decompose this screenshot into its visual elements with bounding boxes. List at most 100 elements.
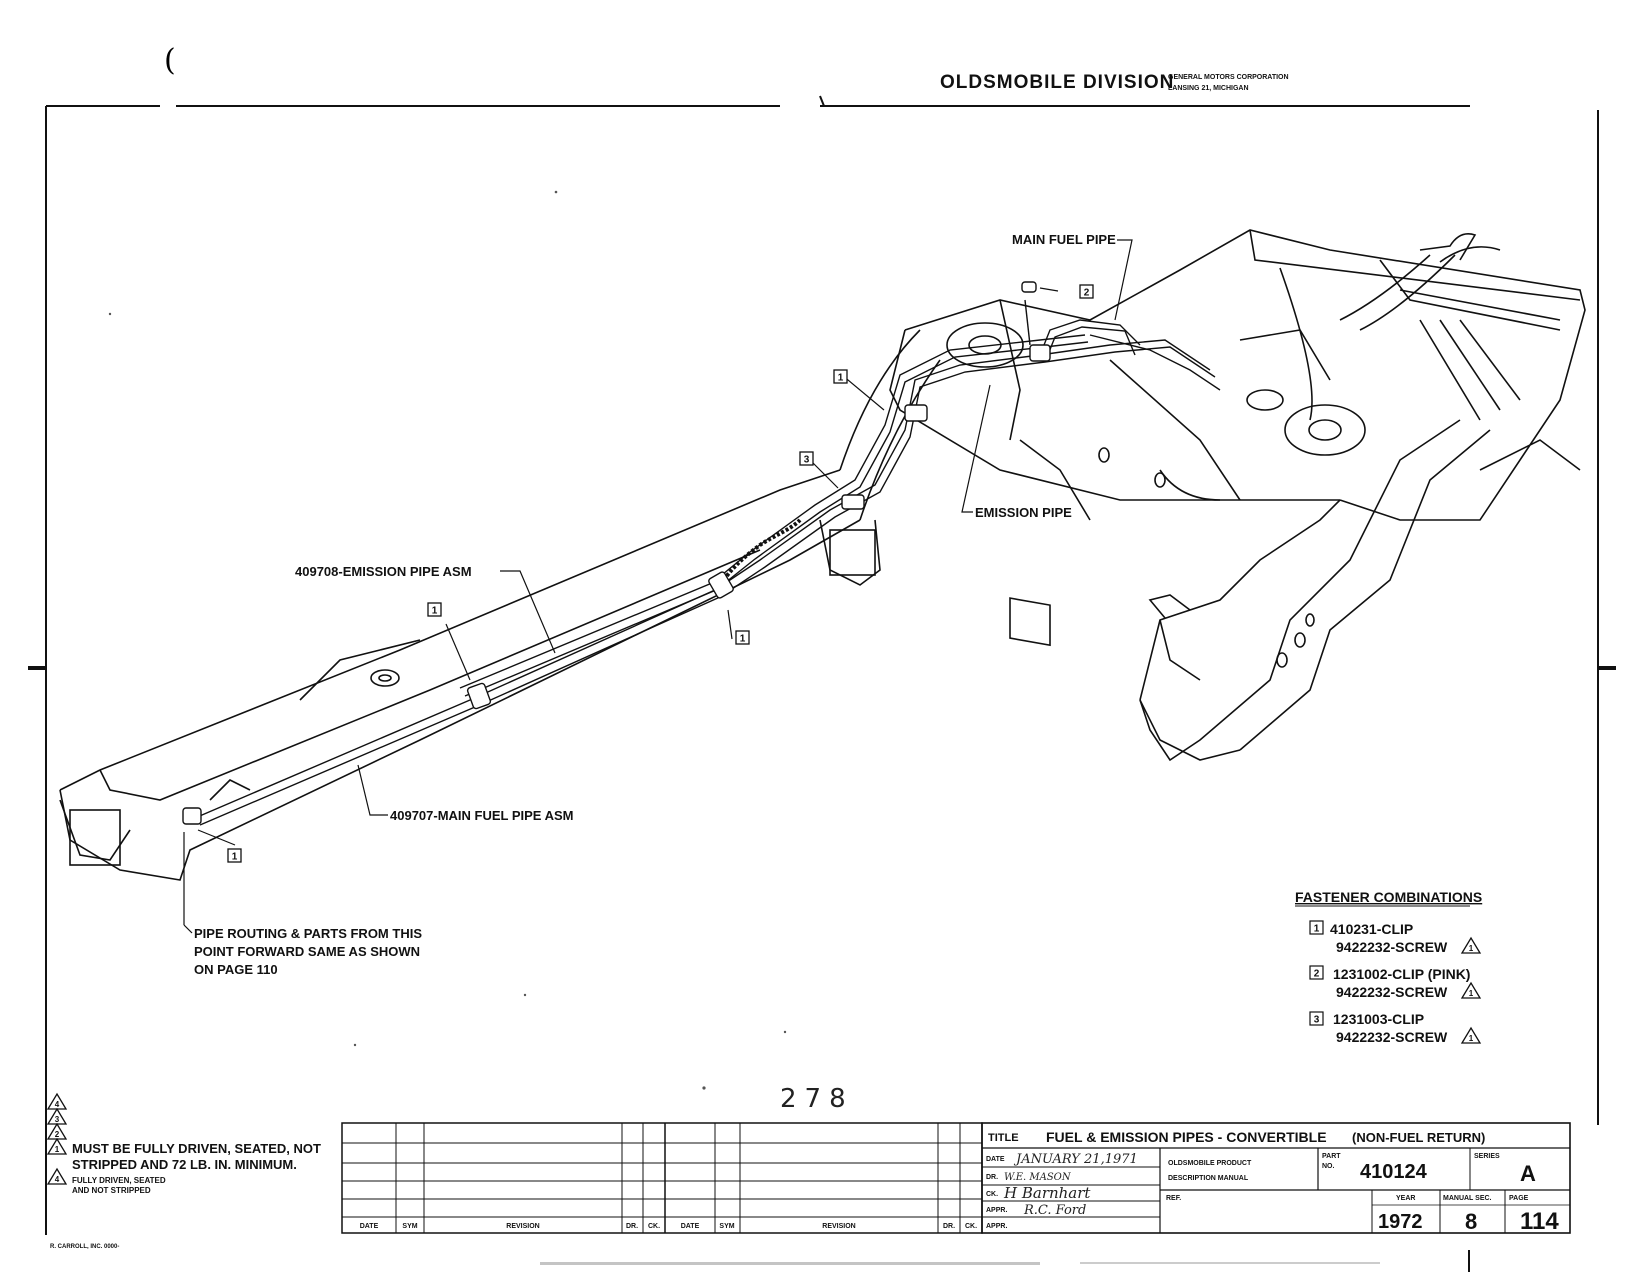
- svg-text:4: 4: [55, 1100, 60, 1109]
- svg-text:2: 2: [55, 1130, 60, 1139]
- appr-label: APPR.: [986, 1207, 1007, 1214]
- rev-header-ck-1: CK.: [648, 1223, 660, 1230]
- page-label: PAGE: [1509, 1195, 1529, 1202]
- emission-pipe-asm-label: 409708-EMISSION PIPE ASM: [295, 564, 472, 579]
- rev-header-date-1: DATE: [360, 1223, 379, 1230]
- dr-label: DR.: [986, 1174, 998, 1181]
- dr-value: W.E. MASON: [1004, 1172, 1072, 1183]
- date-label: DATE: [986, 1156, 1005, 1163]
- rev-header-ck-2: CK.: [965, 1223, 977, 1230]
- clip-front: [182, 807, 202, 825]
- main-fuel-pipe-asm-label: 409707-MAIN FUEL PIPE ASM: [390, 808, 574, 823]
- pipes: [194, 299, 1221, 826]
- revision-table: [341, 1122, 983, 1234]
- fastener-2-screw: 9422232-SCREW: [1336, 984, 1448, 1000]
- clip-upper: [708, 571, 734, 599]
- product-line-1: OLDSMOBILE PRODUCT: [1168, 1160, 1252, 1167]
- ref-label: REF.: [1166, 1195, 1181, 1202]
- fastener-3-num: 3: [1314, 1015, 1320, 1026]
- rev-header-revision-1: REVISION: [506, 1223, 539, 1230]
- page-value: 114: [1520, 1208, 1559, 1235]
- corner-mark: (: [164, 43, 176, 78]
- marker-1-rear: 1: [838, 373, 844, 384]
- routing-note-line-1: PIPE ROUTING & PARTS FROM THIS: [194, 926, 422, 941]
- printer-mark: R. CARROLL, INC. 0000-: [50, 1244, 119, 1250]
- corp-line-2: LANSING 21, MICHIGAN: [1168, 85, 1249, 92]
- marker-box-1-upper: [735, 630, 750, 645]
- screw-head: [1021, 281, 1037, 293]
- marker-1-front: 1: [232, 852, 238, 863]
- manual-sec-label: MANUAL SEC.: [1443, 1195, 1492, 1202]
- routing-note-line-2: POINT FORWARD SAME AS SHOWN: [194, 944, 420, 959]
- svg-text:1: 1: [1469, 1034, 1474, 1043]
- fastener-1-screw: 9422232-SCREW: [1336, 939, 1448, 955]
- rear-frame-assembly: [889, 229, 1586, 762]
- appr2-label: APPR.: [986, 1223, 1007, 1230]
- marker-box-2: [1079, 284, 1094, 299]
- page-stamp: 278: [780, 1084, 854, 1114]
- title-label: TITLE: [988, 1132, 1019, 1144]
- fastener-legend: FASTENER COMBINATIONS 1 2 3 410231-CLIP …: [1295, 889, 1482, 1045]
- division-title: OLDSMOBILE DIVISION: [940, 72, 1174, 93]
- fastener-2-clip: 1231002-CLIP (PINK): [1333, 966, 1470, 982]
- rev-header-sym-2: SYM: [719, 1223, 734, 1230]
- emission-pipe-label: EMISSION PIPE: [975, 505, 1072, 520]
- series-label: SERIES: [1474, 1153, 1500, 1160]
- year-label: YEAR: [1396, 1195, 1415, 1202]
- marker-box-1-rear: [833, 369, 848, 384]
- manual-sec-value: 8: [1465, 1209, 1477, 1234]
- scan-noise: [108, 190, 1470, 1272]
- side-rail: [59, 329, 941, 881]
- fastener-1-warning-icon: [1460, 936, 1482, 954]
- svg-text:4: 4: [55, 1175, 60, 1184]
- marker-box-3: [799, 451, 814, 466]
- drawing-title-suffix: (NON-FUEL RETURN): [1352, 1130, 1485, 1145]
- note-triangles: [46, 1092, 68, 1185]
- svg-text:1: 1: [1469, 944, 1474, 953]
- fastener-2-num: 2: [1314, 969, 1320, 980]
- rev-header-sym-1: SYM: [402, 1223, 417, 1230]
- marker-1-upper: 1: [740, 634, 746, 645]
- svg-text:1: 1: [1469, 989, 1474, 998]
- rev-header-dr-2: DR.: [943, 1223, 955, 1230]
- part-label-1: PART: [1322, 1153, 1341, 1160]
- fastener-3-clip: 1231003-CLIP: [1333, 1011, 1424, 1027]
- fastener-heading: FASTENER COMBINATIONS: [1295, 889, 1482, 905]
- leader-lines: [183, 239, 1133, 925]
- frame-border: [28, 95, 1616, 1235]
- fastener-2-warning-icon: [1460, 981, 1482, 999]
- drawing-title: FUEL & EMISSION PIPES - CONVERTIBLE: [1046, 1129, 1327, 1145]
- note-1-line-1: MUST BE FULLY DRIVEN, SEATED, NOT: [72, 1141, 321, 1156]
- marker-box-1-front: [227, 848, 242, 863]
- series-value: A: [1520, 1161, 1536, 1186]
- rev-header-dr-1: DR.: [626, 1223, 638, 1230]
- note-1-line-2: STRIPPED AND 72 LB. IN. MINIMUM.: [72, 1157, 297, 1172]
- appr-value: R.C. Ford: [1023, 1203, 1086, 1218]
- fastener-3-screw: 9422232-SCREW: [1336, 1029, 1448, 1045]
- clip-rear: [904, 404, 928, 422]
- ck-label: CK.: [986, 1191, 998, 1198]
- svg-text:3: 3: [55, 1115, 60, 1124]
- rev-header-date-2: DATE: [681, 1223, 700, 1230]
- year-value: 1972: [1378, 1211, 1423, 1233]
- clip-rail-end: [841, 494, 865, 510]
- ck-value: H Barnhart: [1003, 1184, 1091, 1202]
- clip-tank: [1029, 344, 1051, 362]
- fastener-1-clip: 410231-CLIP: [1330, 921, 1413, 937]
- marker-1-mid: 1: [432, 606, 438, 617]
- rev-header-revision-2: REVISION: [822, 1223, 855, 1230]
- pipe-clips: [182, 281, 1051, 825]
- product-line-2: DESCRIPTION MANUAL: [1168, 1175, 1249, 1182]
- svg-text:1: 1: [55, 1145, 60, 1154]
- note-4-line-1: FULLY DRIVEN, SEATED: [72, 1176, 166, 1185]
- title-block: [981, 1122, 1571, 1234]
- part-label-2: NO.: [1322, 1163, 1335, 1170]
- routing-note-line-3: ON PAGE 110: [194, 962, 278, 977]
- marker-3: 3: [804, 455, 810, 466]
- clip-mid: [466, 682, 492, 710]
- marker-group: [227, 284, 1094, 863]
- fastener-1-num: 1: [1314, 924, 1320, 935]
- part-number: 410124: [1360, 1161, 1428, 1183]
- corp-line-1: GENERAL MOTORS CORPORATION: [1168, 74, 1289, 81]
